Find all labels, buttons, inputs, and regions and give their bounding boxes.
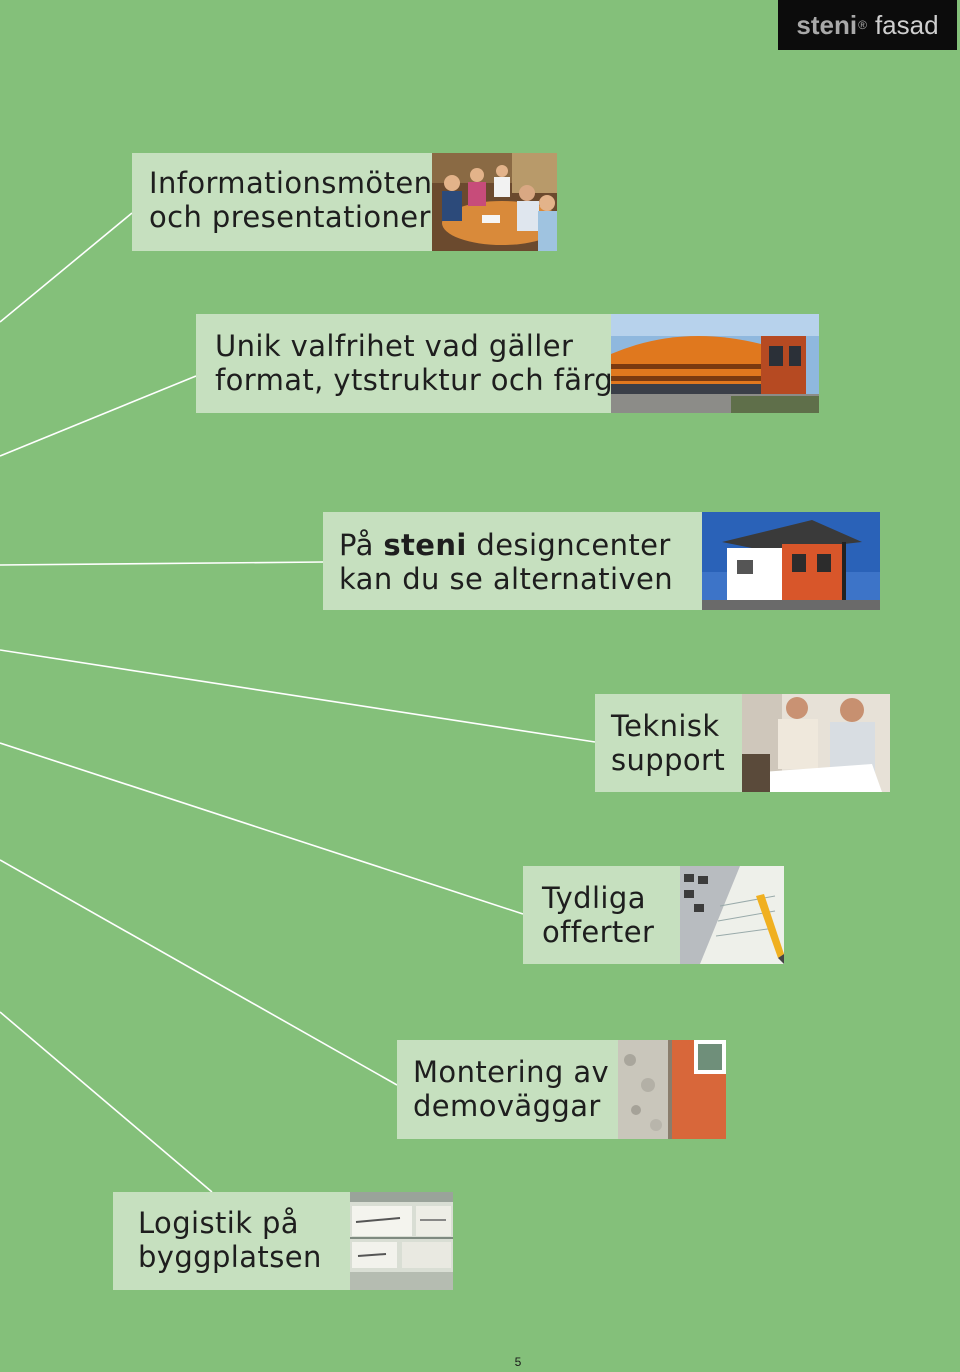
card-label-line2: support [611,743,726,777]
meeting-photo [432,153,557,251]
card-informationsmoten: Informationsmöten och presentationer [132,153,432,251]
building-photo [611,314,819,413]
labels-photo [350,1192,453,1290]
card-label-line1: Unik valfrihet vad gäller [215,329,574,363]
card-unik-valfrihet: Unik valfrihet vad gäller format, ytstru… [196,314,613,413]
card-label-suffix: designcenter [466,528,671,562]
connector-line [0,859,398,1086]
card-logistik: Logistik på byggplatsen [113,1192,350,1290]
card-label-line1: Informationsmöten [149,166,433,200]
connector-line [0,212,133,323]
card-label-line1: Tydliga [542,881,646,915]
card-designcenter: På steni designcenter kan du se alternat… [323,512,703,610]
card-montering-demovaggar: Montering av demoväggar [397,1040,618,1139]
connector-line [0,649,596,743]
card-label: På steni designcenter kan du se alternat… [339,528,673,596]
card-tydliga-offerter: Tydliga offerter [523,866,680,964]
card-label-prefix: På [339,528,384,562]
connector-line [0,375,197,457]
calculator-photo [680,866,784,964]
connector-line [0,561,324,566]
card-label-line1: På steni designcenter [339,528,673,562]
steni-fasad-logo: steni® fasad [778,0,957,50]
card-label: Informationsmöten och presentationer [149,166,432,234]
logo-word: fasad [874,9,939,40]
connector-line [0,1011,213,1193]
card-label-line2: och presentationer [149,200,431,234]
card-label: Montering av demoväggar [413,1055,609,1123]
page-number: 5 [514,1355,522,1369]
card-label: Logistik på byggplatsen [138,1206,322,1274]
card-teknisk-support: Teknisk support [595,694,742,792]
card-label-line2: offerter [542,915,655,949]
card-label-brand: steni [383,528,467,562]
connector-line [0,742,524,915]
card-label: Tydliga offerter [542,881,654,949]
card-label-line2: demoväggar [413,1089,601,1123]
card-label-line1: Teknisk [611,709,720,743]
card-label-line2: format, ytstruktur och färg [215,363,614,397]
card-label-line1: Montering av [413,1055,610,1089]
logo-brand: steni [796,9,858,40]
technicians-photo [742,694,890,792]
designcenter-photo [702,512,880,610]
card-label: Unik valfrihet vad gäller format, ytstru… [215,329,613,397]
logo-registered-mark: ® [858,18,867,32]
card-label-line1: Logistik på [138,1206,299,1240]
card-label-line2: byggplatsen [138,1240,322,1274]
card-label: Teknisk support [611,709,725,777]
card-label-line2: kan du se alternativen [339,562,674,596]
facade-wall-photo [618,1040,726,1139]
